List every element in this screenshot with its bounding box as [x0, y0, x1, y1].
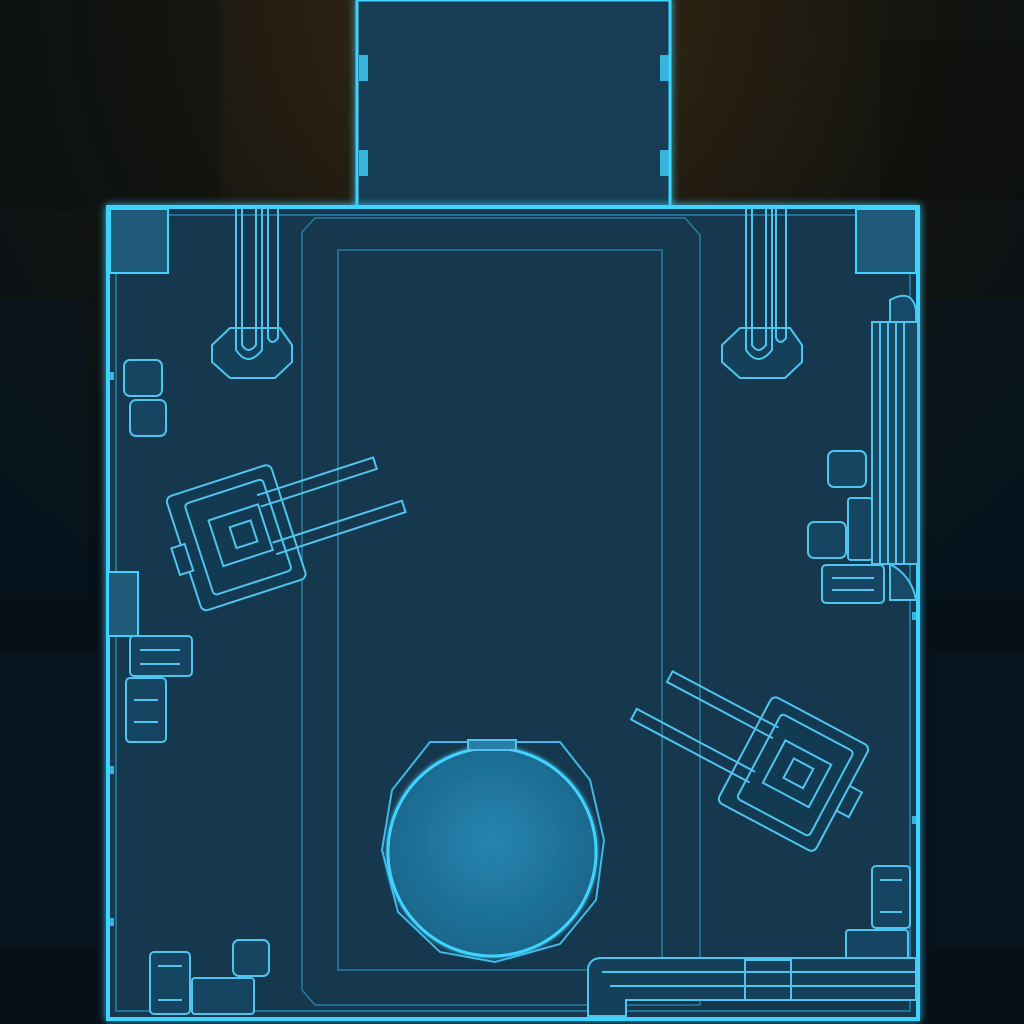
central-walkway — [301, 217, 701, 1006]
turret-west — [165, 456, 407, 612]
pipe-north-west — [211, 207, 293, 379]
north-corridor — [355, 0, 672, 217]
wall-markers — [108, 372, 918, 926]
turret-east — [629, 669, 870, 852]
crates-east — [807, 450, 911, 963]
crates-south-west — [149, 939, 270, 1015]
south-pipe-run — [587, 957, 917, 1017]
pipe-north-east — [721, 207, 803, 379]
east-wall-console — [871, 294, 919, 601]
crates-west — [123, 359, 193, 743]
corner-blocks — [107, 208, 917, 637]
circular-pad — [380, 739, 606, 964]
background-noise — [0, 0, 1024, 950]
